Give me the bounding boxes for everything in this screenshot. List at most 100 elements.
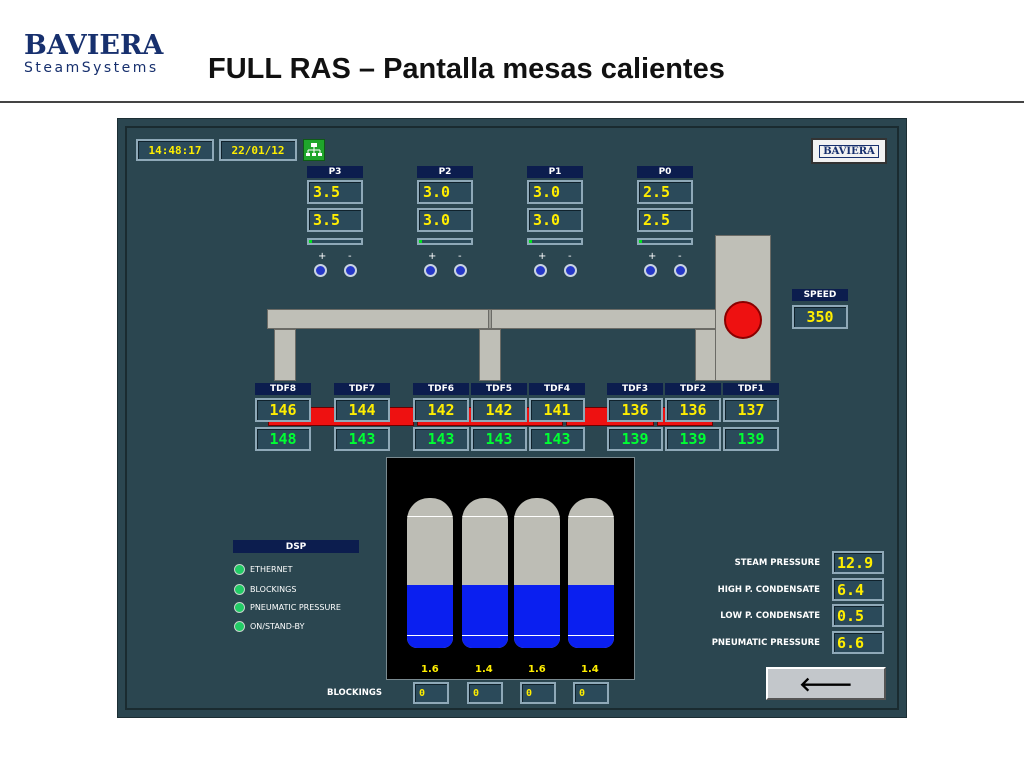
blocking-value: 0 xyxy=(413,682,449,704)
steam-systems-logo-text: SteamSystems xyxy=(24,60,159,76)
blockings-label: BLOCKINGS xyxy=(326,688,382,698)
tank xyxy=(514,498,560,648)
tdf-actual: 139 xyxy=(665,427,721,451)
press-set-value[interactable]: 3.0 xyxy=(417,180,473,204)
ethernet-status-led xyxy=(234,564,245,575)
tank-value: 1.4 xyxy=(475,664,493,675)
tdf-label: TDF2 xyxy=(665,383,721,395)
tank-seam xyxy=(407,635,453,636)
dsp-item-on-stand-by: ON/STAND-BY xyxy=(250,622,305,631)
tdf-setpoint[interactable]: 136 xyxy=(665,398,721,422)
decrease-button[interactable] xyxy=(454,264,467,277)
tank-seam xyxy=(462,635,508,636)
tank-value: 1.4 xyxy=(581,664,599,675)
tdf-setpoint[interactable]: 142 xyxy=(413,398,469,422)
tdf-actual: 143 xyxy=(413,427,469,451)
tdf-actual: 148 xyxy=(255,427,311,451)
plus-label: + xyxy=(428,251,437,262)
tank-value: 1.6 xyxy=(528,664,546,675)
decrease-button[interactable] xyxy=(344,264,357,277)
pneumatic-pressure-label: PNEUMATIC PRESSURE xyxy=(711,638,820,648)
press-set-value[interactable]: 3.0 xyxy=(527,180,583,204)
minus-label: - xyxy=(678,251,682,262)
press-level-fill xyxy=(419,240,422,243)
press-level-fill xyxy=(529,240,532,243)
high-p-condensate-label: HIGH P. CONDENSATE xyxy=(717,585,820,595)
minus-label: - xyxy=(568,251,572,262)
increase-button[interactable] xyxy=(534,264,547,277)
press-level-bar xyxy=(637,238,693,245)
tdf-actual: 143 xyxy=(334,427,390,451)
beam-joint xyxy=(488,309,492,329)
page-title: FULL RAS – Pantalla mesas calientes xyxy=(208,53,725,85)
press-set-value[interactable]: 3.5 xyxy=(307,180,363,204)
press-level-fill xyxy=(639,240,642,243)
press-level-bar xyxy=(307,238,363,245)
press-level-fill xyxy=(309,240,312,243)
tank-seam xyxy=(462,516,508,517)
press-label: P1 xyxy=(527,166,583,178)
table-leg xyxy=(695,329,717,381)
decrease-button[interactable] xyxy=(564,264,577,277)
tank-body xyxy=(568,498,614,648)
tank-level xyxy=(568,585,614,648)
hmi-screen: 14:48:17 22/01/12 BAVIERA P3 3.5 3.5 + -… xyxy=(117,118,907,718)
increase-button[interactable] xyxy=(314,264,327,277)
tdf-setpoint[interactable]: 146 xyxy=(255,398,311,422)
blocking-value: 0 xyxy=(467,682,503,704)
press-actual-value: 3.0 xyxy=(527,208,583,232)
minus-label: - xyxy=(458,251,462,262)
tdf-setpoint[interactable]: 136 xyxy=(607,398,663,422)
steam-pressure-label: STEAM PRESSURE xyxy=(734,558,820,568)
hmi-logo: BAVIERA xyxy=(811,138,887,164)
increase-button[interactable] xyxy=(424,264,437,277)
press-label: P3 xyxy=(307,166,363,178)
plus-label: + xyxy=(538,251,547,262)
tdf-setpoint[interactable]: 142 xyxy=(471,398,527,422)
tdf-label: TDF3 xyxy=(607,383,663,395)
dsp-title: DSP xyxy=(233,540,359,553)
tdf-setpoint[interactable]: 141 xyxy=(529,398,585,422)
table-leg xyxy=(479,329,501,381)
press-level-bar xyxy=(527,238,583,245)
table-leg xyxy=(274,329,296,381)
plus-label: + xyxy=(648,251,657,262)
tank-body xyxy=(462,498,508,648)
dsp-item-ethernet: ETHERNET xyxy=(250,565,293,574)
hmi-frame xyxy=(125,126,899,710)
network-icon[interactable] xyxy=(303,139,325,161)
press-actual-value: 3.0 xyxy=(417,208,473,232)
tank-display: 1.6 1.4 1.6 1.4 xyxy=(386,457,635,680)
low-p-condensate-label: LOW P. CONDENSATE xyxy=(720,611,820,621)
tank-level xyxy=(514,585,560,648)
back-button[interactable]: 🡐 xyxy=(766,667,886,700)
tdf-actual: 139 xyxy=(607,427,663,451)
pneumatic-status-led xyxy=(234,602,245,613)
steam-pressure-value: 12.9 xyxy=(832,551,884,574)
tank-seam xyxy=(568,635,614,636)
dsp-item-blockings: BLOCKINGS xyxy=(250,585,297,594)
hmi-logo-text: BAVIERA xyxy=(819,144,879,158)
tank-seam xyxy=(407,516,453,517)
tdf-setpoint[interactable]: 137 xyxy=(723,398,779,422)
tank-seam xyxy=(514,635,560,636)
dsp-item-pneumatic-pressure: PNEUMATIC PRESSURE xyxy=(250,603,341,612)
tdf-label: TDF1 xyxy=(723,383,779,395)
date-display: 22/01/12 xyxy=(219,139,297,161)
low-p-condensate-value: 0.5 xyxy=(832,604,884,627)
decrease-button[interactable] xyxy=(674,264,687,277)
press-label: P0 xyxy=(637,166,693,178)
blockings-status-led xyxy=(234,584,245,595)
time-display: 14:48:17 xyxy=(136,139,214,161)
tdf-label: TDF7 xyxy=(334,383,390,395)
press-set-value[interactable]: 2.5 xyxy=(637,180,693,204)
arrow-left-icon: 🡐 xyxy=(799,671,853,696)
speed-value[interactable]: 350 xyxy=(792,305,848,329)
tdf-label: TDF4 xyxy=(529,383,585,395)
tdf-setpoint[interactable]: 144 xyxy=(334,398,390,422)
increase-button[interactable] xyxy=(644,264,657,277)
tank-seam xyxy=(514,516,560,517)
table-beam xyxy=(267,309,717,329)
plus-label: + xyxy=(318,251,327,262)
tdf-actual: 143 xyxy=(471,427,527,451)
